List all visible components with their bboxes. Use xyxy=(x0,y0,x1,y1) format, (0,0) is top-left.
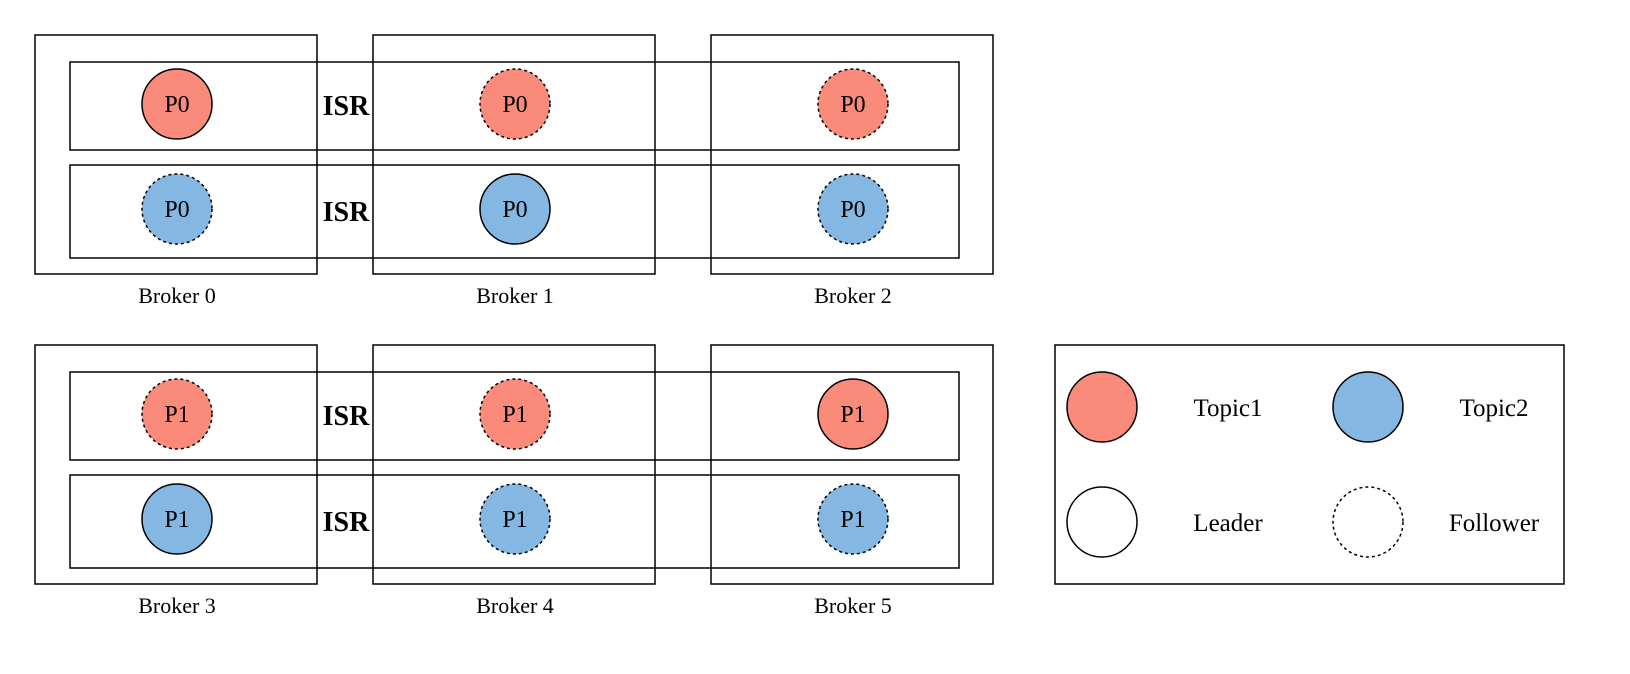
legend-label: Leader xyxy=(1193,510,1263,537)
leader-replica-circle xyxy=(479,173,551,245)
isr-label: ISR xyxy=(323,401,370,432)
follower-replica-circle xyxy=(817,68,889,140)
isr-row-box xyxy=(69,474,960,569)
broker-box xyxy=(372,34,656,275)
partition-label: P1 xyxy=(502,507,527,533)
isr-row-box xyxy=(69,61,960,151)
topic1-swatch-icon xyxy=(1066,371,1138,443)
partition-row: P1 P1 P1 ISR xyxy=(69,371,960,461)
replica-node: P0 xyxy=(479,68,551,140)
replica-node: P1 xyxy=(141,378,213,450)
replica-node: P1 xyxy=(479,483,551,555)
broker-box xyxy=(710,34,994,275)
follower-replica-circle xyxy=(479,378,551,450)
broker-label: Broker 3 xyxy=(138,593,216,618)
leader-swatch-icon xyxy=(1066,486,1138,558)
partition-label: P1 xyxy=(840,402,865,428)
partition-row: P1 P1 P1 ISR xyxy=(69,474,960,569)
broker-label: Broker 0 xyxy=(138,283,216,308)
replica-node: P0 xyxy=(817,173,889,245)
isr-label: ISR xyxy=(323,91,370,122)
partition-label: P0 xyxy=(502,92,527,118)
partition-label: P0 xyxy=(840,197,865,223)
isr-row-box xyxy=(69,371,960,461)
follower-replica-circle xyxy=(817,483,889,555)
legend-item: Topic2 xyxy=(1332,371,1529,443)
replica-node: P1 xyxy=(141,483,213,555)
broker-box xyxy=(710,344,994,585)
isr-label: ISR xyxy=(323,197,370,228)
partition-label: P0 xyxy=(164,92,189,118)
legend-item: Topic1 xyxy=(1066,371,1263,443)
follower-swatch-icon xyxy=(1332,486,1404,558)
broker-box xyxy=(372,344,656,585)
replica-node: P0 xyxy=(817,68,889,140)
partition-label: P1 xyxy=(164,402,189,428)
partition-row: P0 P0 P0 ISR xyxy=(69,61,960,151)
replica-node: P0 xyxy=(141,68,213,140)
broker-box xyxy=(34,34,318,275)
replica-node: P1 xyxy=(817,378,889,450)
partition-label: P1 xyxy=(502,402,527,428)
partition-label: P1 xyxy=(840,507,865,533)
partition-label: P0 xyxy=(840,92,865,118)
legend-box xyxy=(1054,344,1565,585)
follower-replica-circle xyxy=(141,378,213,450)
follower-replica-circle xyxy=(817,173,889,245)
partition-label: P1 xyxy=(164,507,189,533)
replica-node: P1 xyxy=(817,483,889,555)
replica-node: P1 xyxy=(479,378,551,450)
legend-item: Leader xyxy=(1066,486,1263,558)
follower-replica-circle xyxy=(479,68,551,140)
broker-label: Broker 5 xyxy=(814,593,892,618)
broker-label: Broker 2 xyxy=(814,283,892,308)
follower-replica-circle xyxy=(479,483,551,555)
replica-node: P0 xyxy=(479,173,551,245)
leader-replica-circle xyxy=(817,378,889,450)
partition-row: P0 P0 P0 ISR xyxy=(69,164,960,259)
leader-replica-circle xyxy=(141,483,213,555)
broker-box xyxy=(34,344,318,585)
partition-label: P0 xyxy=(502,197,527,223)
broker-label: Broker 4 xyxy=(476,593,554,618)
leader-replica-circle xyxy=(141,68,213,140)
isr-label: ISR xyxy=(323,507,370,538)
legend-label: Follower xyxy=(1449,510,1540,537)
replica-node: P0 xyxy=(141,173,213,245)
follower-replica-circle xyxy=(141,173,213,245)
legend-label: Topic2 xyxy=(1459,395,1528,422)
legend-item: Follower xyxy=(1332,486,1540,558)
isr-row-box xyxy=(69,164,960,259)
topic2-swatch-icon xyxy=(1332,371,1404,443)
broker-label: Broker 1 xyxy=(476,283,554,308)
partition-label: P0 xyxy=(164,197,189,223)
legend-label: Topic1 xyxy=(1193,395,1262,422)
